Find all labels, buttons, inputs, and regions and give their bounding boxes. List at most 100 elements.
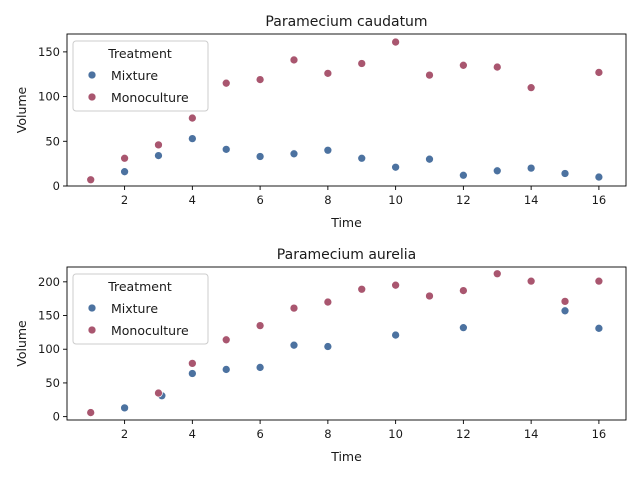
data-point [255,75,265,84]
data-point [425,154,434,164]
data-point [323,297,333,307]
subplot-2: Paramecium aurelia 2 4 6 8 10 12 14 16 0 50 100 150 2… [14,247,627,464]
data-point [594,276,604,286]
x-axis-label: Time [330,449,362,464]
data-point [289,340,299,350]
legend-entry: Mixture [111,301,158,316]
y-tick-label: 50 [45,376,60,390]
data-point [188,134,197,143]
data-point [289,303,299,313]
x-tick-label: 6 [256,193,263,207]
data-point [459,286,468,295]
y-tick-label: 100 [38,90,60,104]
x-tick-label: 2 [121,193,128,207]
x-tick-label: 8 [324,427,331,441]
data-point [425,291,434,301]
data-point [391,330,400,340]
x-tick-label: 16 [592,193,607,207]
data-point [323,145,333,155]
legend-marker [87,92,97,102]
data-point [255,152,265,161]
data-point [594,323,604,333]
data-point [357,153,367,163]
data-point [323,342,333,351]
y-tick-label: 0 [53,179,60,193]
y-tick-label: 50 [45,134,60,148]
x-tick-label: 14 [524,193,539,207]
data-point [459,170,468,180]
data-point [492,166,502,176]
data-point [560,297,570,306]
y-tick-label: 200 [38,275,60,289]
data-point [86,175,96,185]
x-axis-label: Time [330,215,362,230]
x-tick-label: 4 [189,427,196,441]
y-tick-label: 100 [38,342,60,356]
x-tick-label: 12 [456,193,471,207]
y-axis-label: Volume [14,86,29,133]
y-tick-label: 150 [38,45,60,59]
series-monoculture [86,269,604,417]
legend-box [72,40,209,112]
subplot-1: Paramecium caudatum 2 4 6 8 10 12 14 16 0 50 100 150… [14,14,627,230]
data-point [154,151,163,160]
legend-box [72,273,209,345]
data-point [188,113,197,123]
data-point [221,365,231,374]
data-point [221,144,231,154]
data-point [255,363,265,372]
x-tick-label: 8 [324,193,331,207]
legend-entry: Monoculture [111,323,189,338]
data-point [289,149,299,159]
series-mixture [120,134,604,182]
x-tick-label: 12 [456,427,471,441]
series-monoculture [86,37,604,185]
legend-entry: Mixture [111,68,158,83]
data-point [154,388,163,398]
data-point [526,163,536,173]
data-point [323,68,333,78]
legend-title: Treatment [107,46,172,61]
data-point [120,153,129,163]
data-point [526,83,536,92]
y-axis-label: Volume [14,320,29,367]
x-tick-label: 6 [256,427,263,441]
data-point [154,140,163,150]
axes-frame [66,33,627,187]
series-mixture [120,306,604,413]
data-point [594,68,604,77]
x-tick-label: 10 [388,427,403,441]
data-point [560,169,570,178]
x-tick-label: 14 [524,427,539,441]
x-tick-label: 4 [189,193,196,207]
data-point [120,403,129,413]
x-tick-label: 16 [592,427,607,441]
legend-marker [87,303,97,313]
axes-frame [66,266,627,421]
x-tick-label: 10 [388,193,403,207]
data-point [391,37,400,47]
y-tick-label: 0 [53,410,60,424]
data-point [357,59,367,68]
data-point [188,369,197,378]
data-point [425,70,434,80]
data-point [221,335,231,345]
data-point [289,55,299,65]
data-point [492,269,502,279]
data-point [188,359,197,368]
chart-title: Paramecium caudatum [265,14,427,30]
legend-marker [87,325,97,335]
data-point [459,60,468,70]
data-point [221,78,231,88]
x-tick-label: 2 [121,427,128,441]
data-point [459,323,468,333]
data-point [255,321,265,330]
y-tick-label: 150 [38,309,60,323]
data-point [391,162,400,172]
chart-title: Paramecium aurelia [277,247,416,263]
data-point [86,408,96,417]
legend-title: Treatment [107,279,172,294]
